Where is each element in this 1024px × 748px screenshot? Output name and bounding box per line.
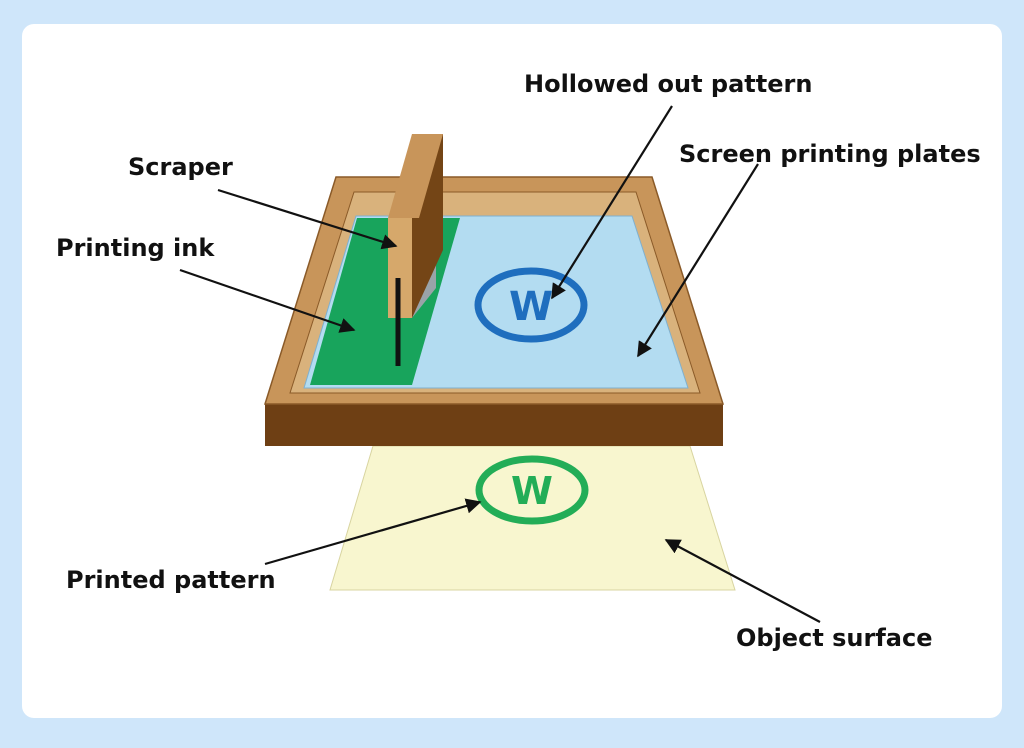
label-scraper: Scraper [128,153,233,181]
scraper-top [388,134,443,218]
arrow-object-surface [664,539,821,623]
hollowed-pattern-logo: W [474,267,588,343]
arrow-screen-printing-plates [637,163,759,358]
hollowed-logo-letter: W [509,284,553,330]
label-printing-ink: Printing ink [56,234,215,262]
label-printed-pattern: Printed pattern [66,566,276,594]
printed-pattern-logo: W [475,455,589,525]
arrow-printed-pattern [264,498,482,566]
frame-front [265,404,723,446]
arrow-printing-ink [179,268,356,333]
label-screen-printing-plates: Screen printing plates [679,140,981,168]
arrow-scraper [217,188,398,250]
printed-logo-letter: W [511,469,553,513]
label-object-surface: Object surface [736,624,933,652]
arrow-hollowed-out-pattern [551,105,673,300]
label-hollowed-out-pattern: Hollowed out pattern [524,70,813,98]
